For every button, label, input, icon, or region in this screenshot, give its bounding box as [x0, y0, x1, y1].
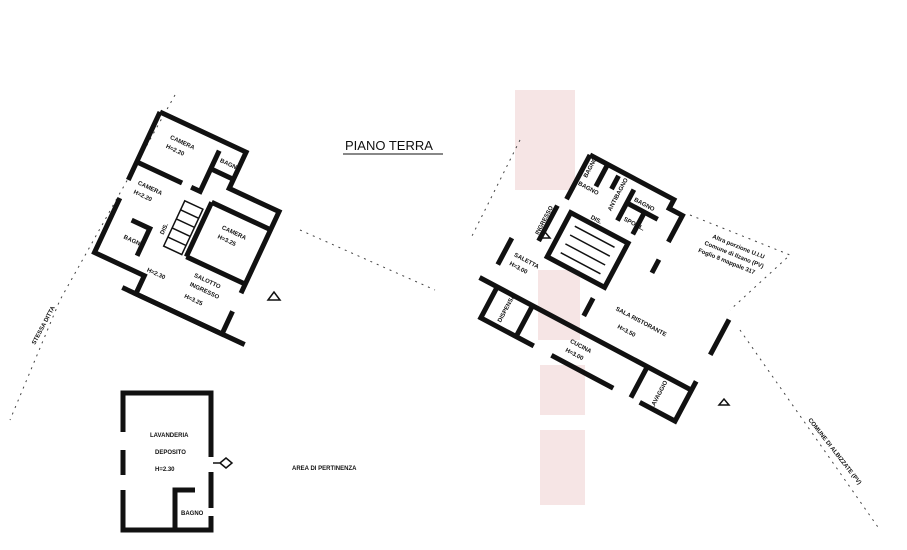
- boundary-lines: [9, 94, 881, 531]
- entrance-icon: [717, 397, 731, 406]
- room-label: BAGNO: [219, 158, 242, 173]
- room-label: LAVAGGIO: [649, 380, 669, 411]
- boundary-label-left: STESSA DITTA: [31, 305, 57, 346]
- entrance-icon: [538, 230, 552, 239]
- annex-building: LAVANDERIA DEPOSITO H=2.30 BAGNO: [120, 390, 234, 533]
- area-label: AREA DI PERTINENZA: [292, 466, 357, 472]
- entrance-icon: [213, 457, 234, 469]
- room-height: H=3.50: [616, 324, 637, 339]
- room-height: H=3.25: [183, 294, 204, 308]
- room-label: SALA RISTORANTE: [614, 306, 667, 338]
- room-label: LAVANDERIA: [150, 433, 189, 439]
- neighbor-note: Altra porzione U.I.U Comune di Ilzano (P…: [697, 234, 765, 276]
- plan-title: PIANO TERRA: [345, 138, 433, 153]
- room-label: BAGNO: [122, 235, 145, 250]
- left-building: CAMERA H=2.20 BAGNO CAMERA H=2.20 CAMERA…: [91, 109, 283, 347]
- entrance-icon: [266, 290, 282, 301]
- room-label: BAGNO: [181, 511, 204, 517]
- boundary-label-right: COMUNE DI ALBIZZATE (PV): [806, 418, 861, 487]
- room-label: DISPENSA: [497, 293, 517, 323]
- dis-label: DIS.: [589, 215, 602, 226]
- stair-height: H=2.30: [146, 268, 167, 282]
- room-height: H=2.30: [155, 467, 175, 473]
- right-building: BAGNO BAGNO ANTIBAGNO BAGNO SPOGL. INGRE…: [477, 152, 732, 425]
- dis-label: DIS.: [160, 222, 171, 235]
- watermark: [515, 90, 585, 505]
- room-sub: DEPOSITO: [155, 450, 186, 456]
